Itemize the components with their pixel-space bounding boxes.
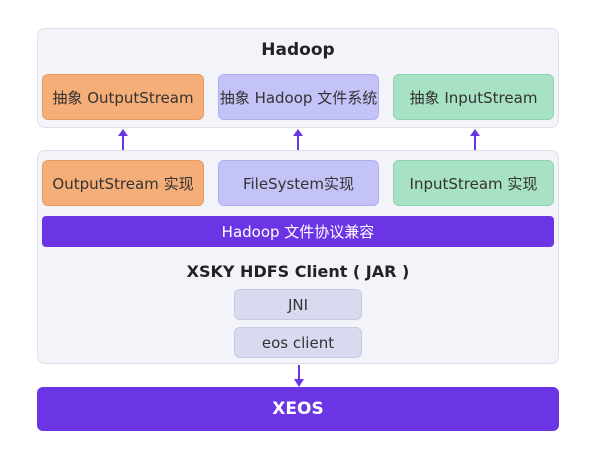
arrow-down bbox=[294, 365, 304, 387]
arrow-up-middle bbox=[293, 129, 303, 150]
eos-client-box: eos client bbox=[234, 327, 362, 358]
outputstream-impl-box: OutputStream 实现 bbox=[42, 160, 204, 206]
filesystem-impl-box: FileSystem实现 bbox=[218, 160, 379, 206]
inputstream-impl-box: InputStream 实现 bbox=[393, 160, 554, 206]
hadoop-compat-bar: Hadoop 文件协议兼容 bbox=[42, 216, 554, 247]
abstract-hadoop-filesystem-box: 抽象 Hadoop 文件系统 bbox=[218, 74, 379, 120]
abstract-outputstream-box: 抽象 OutputStream bbox=[42, 74, 204, 120]
arrow-up-right bbox=[470, 129, 480, 150]
xeos-bar: XEOS bbox=[37, 387, 559, 431]
client-title: XSKY HDFS Client ( JAR ) bbox=[186, 262, 410, 281]
abstract-inputstream-box: 抽象 InputStream bbox=[393, 74, 554, 120]
hadoop-title: Hadoop bbox=[261, 40, 335, 60]
jni-box: JNI bbox=[234, 289, 362, 320]
arrow-up-left bbox=[118, 129, 128, 150]
